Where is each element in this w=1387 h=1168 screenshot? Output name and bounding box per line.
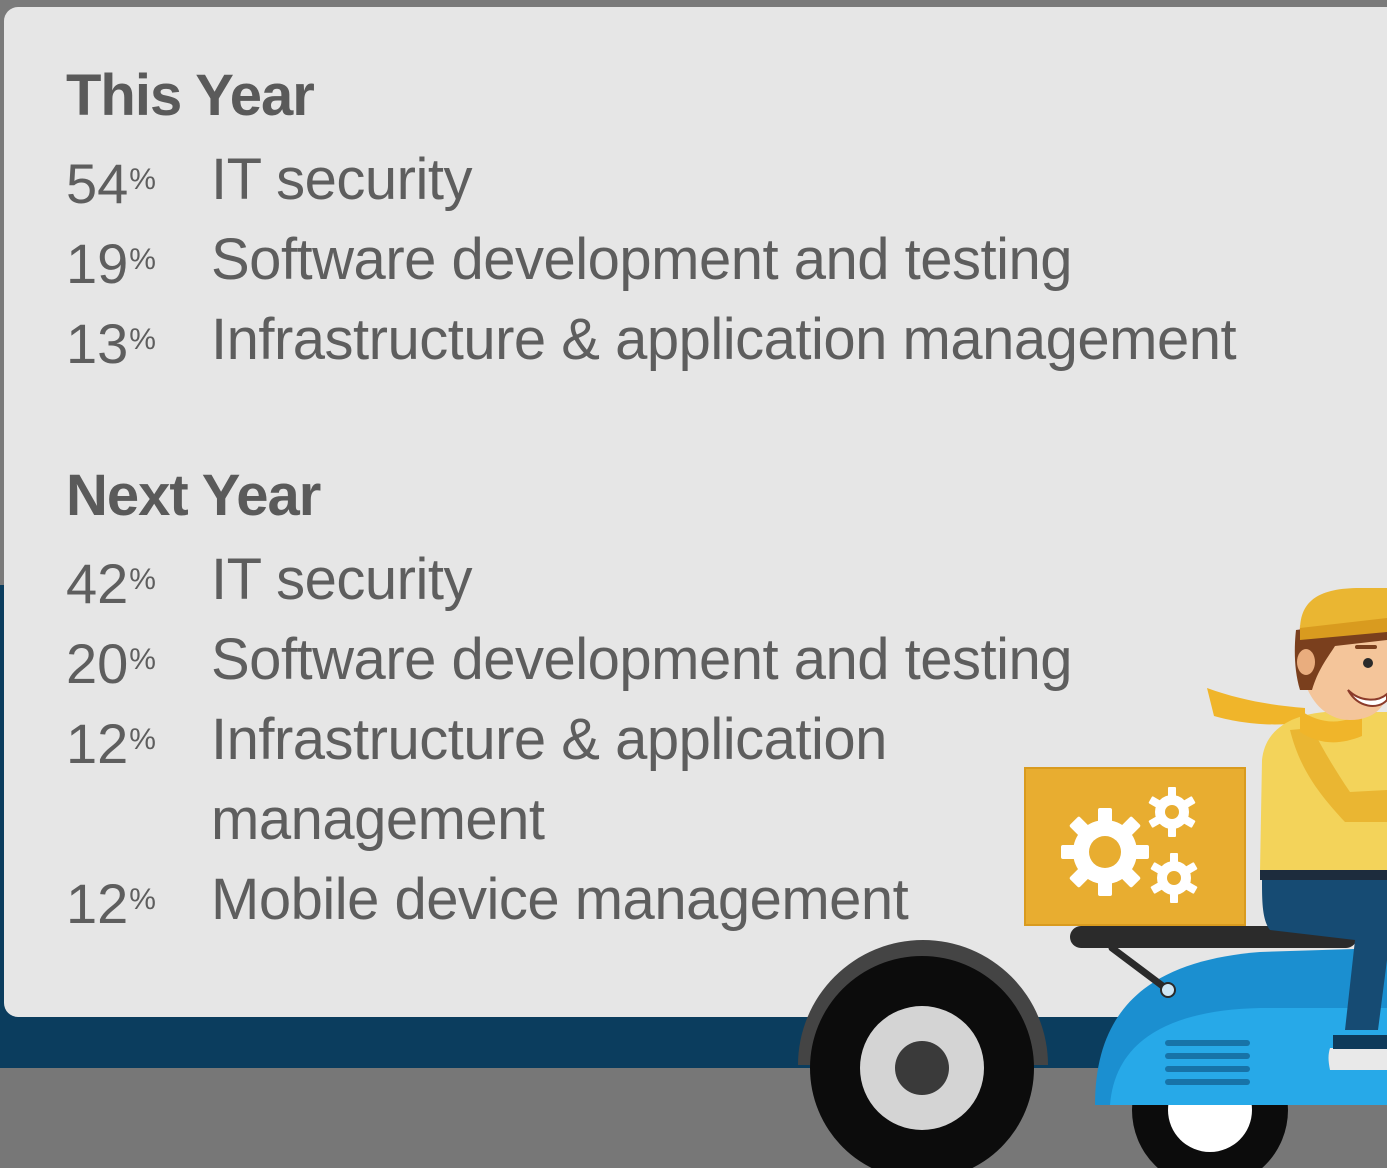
percent-value: 12% xyxy=(66,712,156,775)
percent-value: 54% xyxy=(66,152,156,215)
item-label: Software development and testing xyxy=(211,627,1073,692)
next-year-title: Next Year xyxy=(66,463,321,528)
item-label: Infrastructure & application management xyxy=(211,307,1237,372)
item-label: Software development and testing xyxy=(211,227,1073,292)
item-label: Infrastructure & application management xyxy=(211,707,887,852)
item-label: IT security xyxy=(211,147,472,212)
delivery-rider xyxy=(1207,588,1387,1070)
percent-value: 20% xyxy=(66,632,156,695)
gear-icon xyxy=(1061,787,1198,903)
front-wheel xyxy=(798,940,1048,1168)
percent-value: 42% xyxy=(66,552,156,615)
this-year-title: This Year xyxy=(66,63,315,128)
percent-value: 19% xyxy=(66,232,156,295)
scooter-body xyxy=(1070,926,1387,1105)
percent-value: 12% xyxy=(66,872,156,935)
item-label: IT security xyxy=(211,547,472,612)
percent-value: 13% xyxy=(66,312,156,375)
item-label: Mobile device management xyxy=(211,867,909,932)
